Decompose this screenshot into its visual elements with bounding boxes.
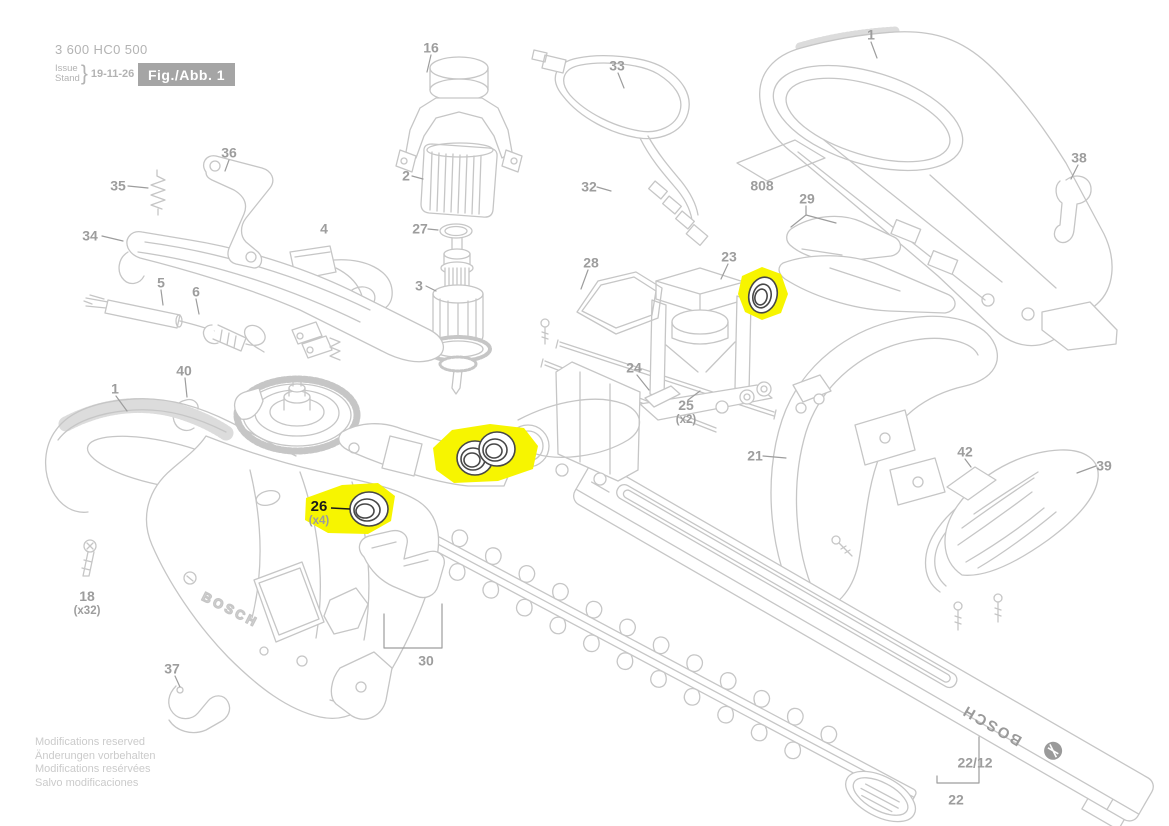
- notice-line-es: Salvo modificaciones: [35, 776, 139, 789]
- cable-hook-37-drawing: [168, 685, 231, 734]
- cable-harness-33-drawing: [531, 49, 709, 247]
- handle-lever-34-drawing: [118, 231, 444, 363]
- shim-ring-27-drawing: [439, 223, 473, 239]
- armature-3-drawing: [424, 237, 492, 395]
- blade-clamp-30-drawing: [323, 529, 445, 720]
- hanging-hook-38-drawing: [1053, 175, 1092, 244]
- notice-line-de: Änderungen vorbehalten: [35, 749, 156, 762]
- title-block: 3 600 HC0 500 Issue Stand } 19-11-26: [55, 42, 148, 86]
- guide-rail-22-drawing: BOSCH: [573, 461, 1154, 826]
- stator-2-drawing: [420, 142, 498, 218]
- bearing-26-front: [349, 491, 389, 527]
- switch-lever-29-drawing: [778, 215, 956, 314]
- notice-line-en: Modifications reserved: [35, 736, 146, 748]
- label-plate-808-drawing: [736, 139, 826, 182]
- issue-row: Issue Stand } 19-11-26: [55, 62, 148, 86]
- figure-label-box: Fig./Abb. 1: [138, 63, 235, 86]
- motor-mount-16-drawing: [395, 56, 523, 173]
- spring-35-drawing: [150, 169, 166, 216]
- brace-glyph: }: [80, 62, 88, 85]
- highlight-bearing-26-rear: [738, 267, 788, 320]
- stand-label: Stand: [55, 73, 80, 84]
- highlight-bearings-mid: [433, 424, 538, 483]
- housing-right-1-drawing: [759, 26, 1118, 351]
- bearing-26-mid-right: [478, 431, 516, 467]
- power-cord-5-6-drawing: [83, 294, 266, 353]
- gasket-28-drawing: [576, 271, 663, 335]
- issue-date: 19-11-26: [90, 68, 135, 80]
- modifications-notice: Modifications reserved Änderungen vorbeh…: [35, 736, 155, 790]
- sliding-block-24-drawing: [644, 385, 681, 408]
- leader-line-26: [330, 507, 351, 510]
- leader-lines: [101, 41, 1097, 784]
- cutter-blade-drawing: [430, 526, 917, 823]
- issue-stand-labels: Issue Stand: [55, 64, 80, 84]
- label-plate-42-drawing: [946, 466, 997, 501]
- bearing-26-rear: [747, 276, 779, 314]
- hand-guard-39-drawing: [925, 449, 1099, 631]
- issue-label: Issue: [55, 63, 78, 74]
- notice-line-fr: Modifications resérvées: [35, 763, 151, 775]
- screw-18-drawing: [81, 539, 97, 577]
- release-lever-36-drawing: [202, 155, 274, 269]
- product-code: 3 600 HC0 500: [55, 42, 148, 57]
